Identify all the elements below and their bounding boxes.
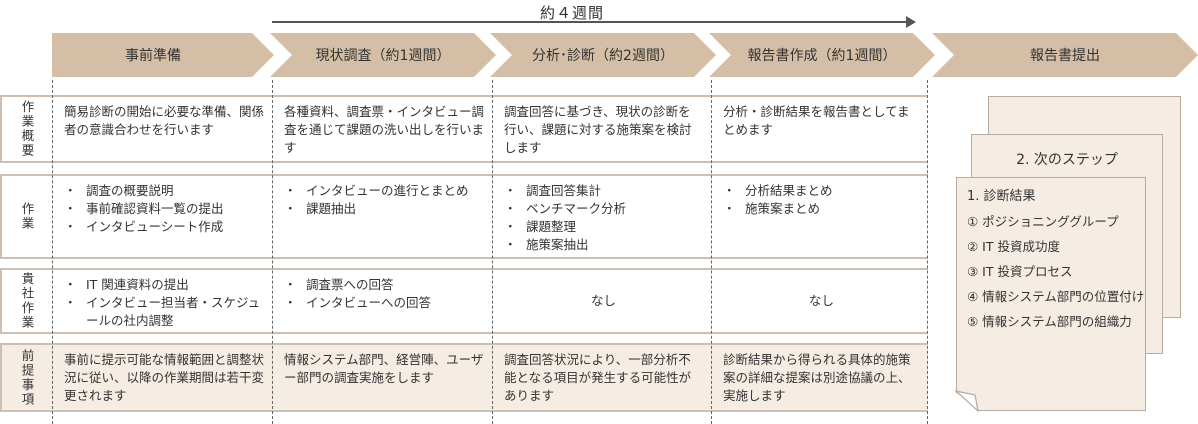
- cell: 調査回答状況により、一部分析不能となる項目が発生する可能性があります: [504, 352, 692, 403]
- list-item: ③ IT 投資プロセス: [967, 264, 1073, 279]
- cell: 情報システム部門、経営陣、ユーザー部門の調査実施をします: [284, 352, 484, 385]
- phase-analysis: 分析･診断（約2週間）: [490, 33, 716, 77]
- list-item: 課題抽出: [284, 200, 484, 218]
- doc-title: 2. 次のステップ: [1016, 152, 1118, 168]
- divider: [711, 80, 712, 424]
- row-client-tasks: 貴社作業 IT 関連資料の提出インタビュー担当者・スケジュールの社内調整 調査票…: [0, 268, 928, 334]
- list-item: インタビュー担当者・スケジュールの社内調整: [64, 294, 264, 330]
- list-item: 調査回答集計: [504, 182, 703, 200]
- list-item: ④ 情報システム部門の位置付け: [967, 289, 1145, 304]
- cell: 調査の概要説明事前確認資料一覧の提出インタビューシート作成: [54, 176, 274, 257]
- cell: IT 関連資料の提出インタビュー担当者・スケジュールの社内調整: [54, 270, 274, 332]
- list-item: ① ポジショニンググループ: [967, 214, 1119, 229]
- phase-report-writing: 報告書作成（約1週間）: [709, 33, 935, 77]
- list-item: インタビューの進行とまとめ: [284, 182, 484, 200]
- list-item: ⑤ 情報システム部門の組織力: [967, 314, 1132, 329]
- list-item: インタビューへの回答: [284, 294, 484, 312]
- doc-title: 1. 診断結果: [967, 189, 1036, 204]
- cell: 調査回答に基づき、現状の診断を行い、課題に対する施策案を検討します: [504, 104, 692, 155]
- divider: [52, 80, 53, 424]
- list-item: IT 関連資料の提出: [64, 276, 264, 294]
- list-item: ベンチマーク分析: [504, 200, 703, 218]
- phase-report-submission: 報告書提出: [932, 33, 1198, 77]
- phase-survey: 現状調査（約1週間）: [270, 33, 496, 77]
- row-label: 貴社作業: [19, 272, 35, 330]
- list-item: ② IT 投資成功度: [967, 239, 1060, 254]
- row-label: 前提事項: [19, 348, 35, 407]
- cell: 診断結果から得られる具体的施策案の詳細な提案は別途協議の上、実施します: [723, 352, 911, 403]
- cell: なし: [590, 293, 616, 308]
- row-overview: 作業概要 簡易診断の開始に必要な準備、関係者の意識合わせを行います 各種資料、調…: [0, 95, 928, 163]
- list-item: インタビューシート作成: [64, 218, 264, 236]
- divider: [927, 80, 928, 424]
- list-item: 調査票への回答: [284, 276, 484, 294]
- cell: 分析結果まとめ施策案まとめ: [713, 176, 930, 257]
- list-item: 事前確認資料一覧の提出: [64, 200, 264, 218]
- arrow-head-icon: [906, 16, 916, 28]
- divider: [492, 80, 493, 424]
- list-item: 分析結果まとめ: [723, 182, 920, 200]
- cell: 簡易診断の開始に必要な準備、関係者の意識合わせを行います: [64, 104, 265, 137]
- row-prerequisites: 前提事項 事前に提示可能な情報範囲と調整状況に従い、以降の作業期間は若干変更され…: [0, 343, 928, 412]
- cell: インタビューの進行とまとめ課題抽出: [274, 176, 494, 257]
- row-tasks: 作業 調査の概要説明事前確認資料一覧の提出インタビューシート作成 インタビューの…: [0, 174, 928, 259]
- cell: 調査票への回答インタビューへの回答: [274, 270, 494, 332]
- cell: 分析・診断結果を報告書としてまとめます: [723, 104, 910, 137]
- cell: 各種資料、調査票・インタビュー調査を通じて課題の洗い出しを行います: [284, 104, 485, 155]
- report-doc-1: 1. 診断結果 ① ポジショニンググループ ② IT 投資成功度 ③ IT 投資…: [956, 177, 1146, 411]
- divider: [272, 80, 273, 424]
- phase-preparation: 事前準備: [52, 33, 274, 77]
- cell: 事前に提示可能な情報範囲と調整状況に従い、以降の作業期間は若干変更されます: [64, 352, 265, 403]
- cell: なし: [808, 293, 834, 308]
- list-item: 調査の概要説明: [64, 182, 264, 200]
- row-label: 作業概要: [19, 100, 35, 158]
- duration-label: 約４週間: [540, 4, 605, 22]
- row-label: 作業: [19, 202, 35, 231]
- cell: 調査回答集計ベンチマーク分析課題整理施策案抽出: [494, 176, 713, 257]
- duration-arrow-line: [272, 21, 908, 23]
- list-item: 課題整理: [504, 218, 703, 236]
- list-item: 施策案抽出: [504, 236, 703, 254]
- page-curl-icon: [955, 390, 979, 413]
- list-item: 施策案まとめ: [723, 200, 920, 218]
